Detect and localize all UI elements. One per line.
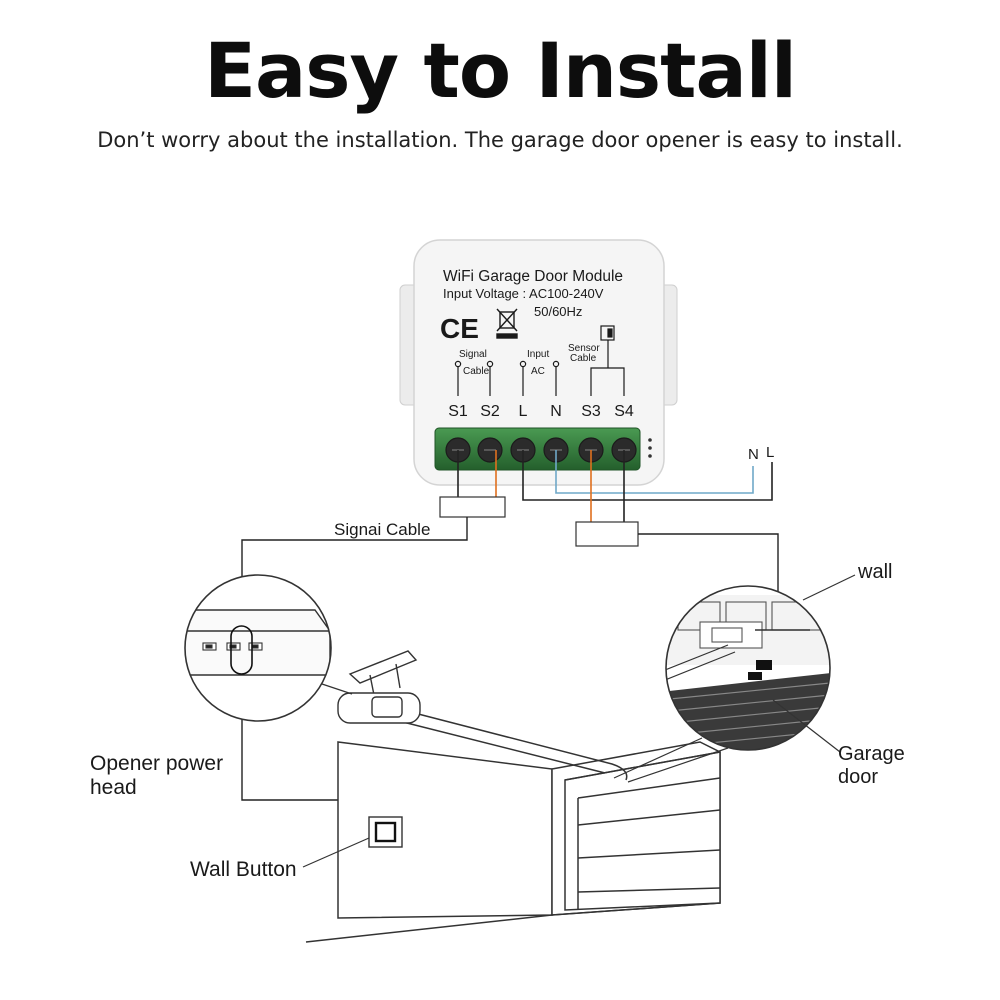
sensor-connector-box bbox=[575, 521, 639, 547]
page-title: Easy to Install bbox=[204, 26, 797, 115]
wall-button bbox=[368, 816, 403, 848]
terminal-label: S3 bbox=[581, 403, 601, 420]
module-body bbox=[413, 239, 665, 486]
opener-label-line1: Opener power bbox=[90, 752, 223, 775]
wifi-garage-module: WiFi Garage Door Module Input Voltage : … bbox=[399, 239, 678, 486]
module-name: WiFi Garage Door Module bbox=[443, 268, 623, 285]
opener-power-head bbox=[337, 650, 421, 724]
module-voltage: Input Voltage : AC100-240V bbox=[443, 286, 604, 301]
label-signal: Signal bbox=[459, 349, 487, 360]
wall-label: wall bbox=[857, 561, 892, 583]
page-subtitle: Don’t worry about the installation. The … bbox=[97, 128, 903, 152]
label-signal-cable: Cable bbox=[463, 366, 490, 377]
opener-closeup bbox=[184, 574, 353, 722]
status-dots bbox=[648, 438, 652, 458]
signal-connector-box bbox=[439, 496, 506, 518]
terminal-label: S1 bbox=[448, 403, 468, 420]
wires bbox=[457, 450, 773, 522]
garage-door-label-line2: door bbox=[838, 766, 878, 788]
label-input-ac: AC bbox=[531, 366, 545, 377]
terminal-label: N bbox=[550, 403, 562, 420]
label-sensor-cable: Cable bbox=[570, 353, 597, 364]
wall-button-label: Wall Button bbox=[190, 858, 297, 881]
callout-lines bbox=[302, 574, 856, 868]
weee-bin-icon bbox=[496, 308, 518, 339]
opener-label-line2: head bbox=[90, 776, 137, 799]
ce-mark: CE bbox=[440, 313, 479, 344]
module-frequency: 50/60Hz bbox=[534, 304, 582, 319]
terminal-label: S2 bbox=[480, 403, 500, 420]
garage-door-label-line1: Garage bbox=[838, 743, 905, 765]
sensor-closeup bbox=[613, 585, 831, 783]
terminal-pins bbox=[454, 340, 625, 396]
label-input: Input bbox=[527, 349, 549, 360]
terminal-label: S4 bbox=[614, 403, 634, 420]
mains-neutral-label: N bbox=[748, 446, 759, 463]
label-sensor: Sensor bbox=[568, 343, 600, 354]
signal-cable-label: Signai Cable bbox=[334, 520, 430, 539]
mains-line-label: L bbox=[766, 444, 774, 461]
terminal-label: L bbox=[519, 403, 528, 420]
garage-illustration bbox=[305, 707, 721, 943]
